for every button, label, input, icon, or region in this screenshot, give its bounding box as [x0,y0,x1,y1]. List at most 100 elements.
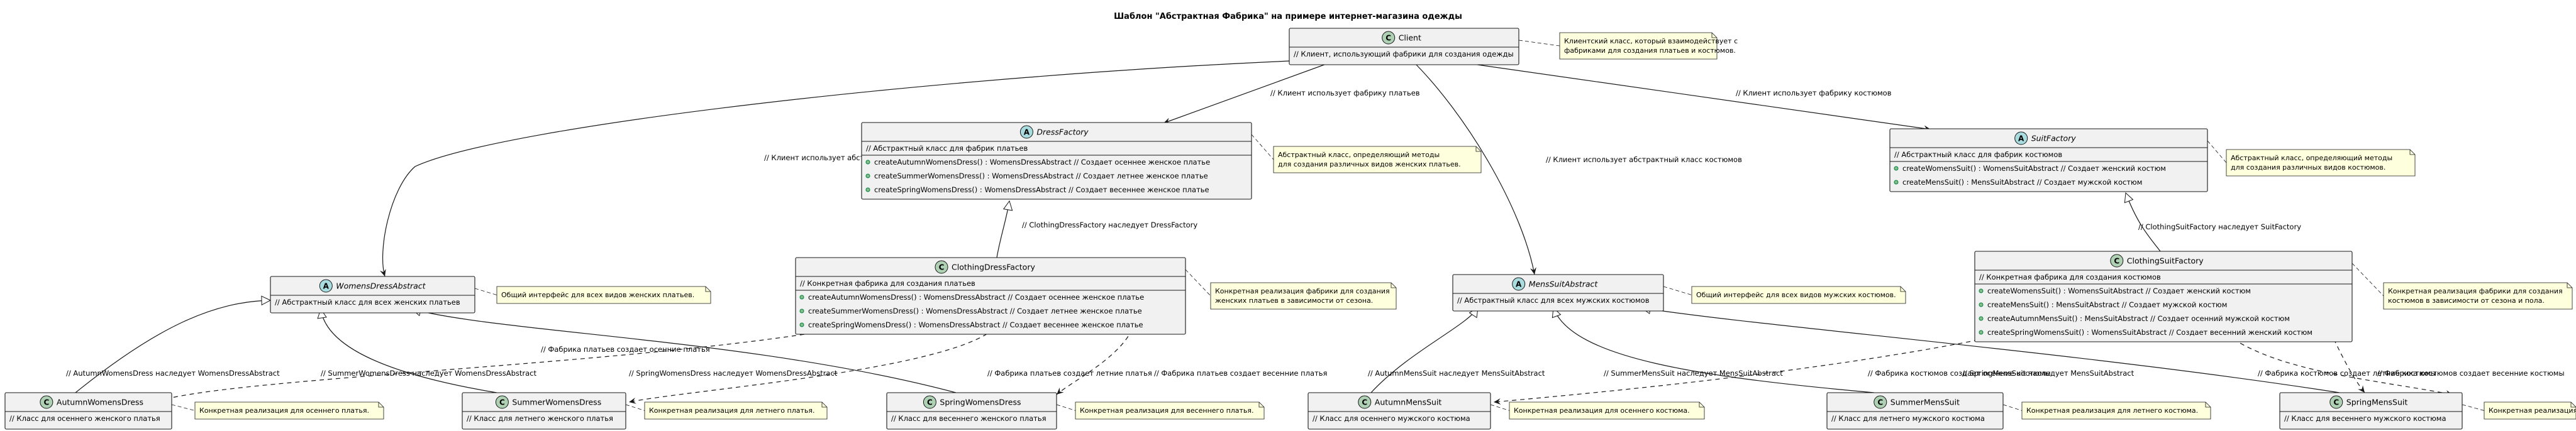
badge-letter: A [1516,280,1522,289]
class-name: DressFactory [1036,128,1089,137]
class-comment: // Класс для летнего мужского костюма [1831,414,1985,423]
note-connector [2207,140,2227,163]
extends-cdf-df [996,201,1009,258]
class-comment: // Абстрактный класс для всех мужских ко… [1457,296,1650,305]
class-comment: // Класс для весеннего мужского костюма [2284,414,2446,423]
public-method-icon [1979,316,1984,321]
note-text: Клиентский класс, который взаимодействуе… [1564,37,1738,45]
public-method-icon [865,187,870,192]
class-badge-icon: C [1382,31,1396,45]
extends-ams-label: // AutumnMensSuit наследует MensSuitAbst… [1368,369,1545,378]
creates-cdf-autumn [163,329,837,401]
badge-letter: C [1385,34,1391,43]
class-name: ClothingSuitFactory [2127,256,2204,266]
class-comment: // Абстрактный класс для всех женских пл… [275,298,460,307]
extends-cdf-df-label: // ClothingDressFactory наследует DressF… [1022,221,1197,229]
note-connector [1490,404,1510,411]
abstract-badge-icon: A [2014,131,2028,145]
creates-cdf-spring-label: // Фабрика платьев создает весенние плат… [1154,369,1327,378]
extends-spwd [412,309,957,393]
creates-cdf-autumn-label: // Фабрика платьев создает осенние плать… [541,345,710,354]
extends-spms-label: // SpringMensSuit наследует MensSuitAbst… [1962,369,2135,378]
class-comment: // Класс для весеннего женского платья [891,414,1046,423]
assoc-client-suitfactory-label: // Клиент использует фабрику костюмов [1736,89,1892,97]
class-comment: // Класс для осеннего женского платья [9,414,160,423]
note-connector [474,288,497,295]
note-autumn-womens-dress: Конкретная реализация для осеннего плать… [171,401,384,420]
public-method-icon [799,308,804,314]
class-comment: // Конкретная фабрика для создания плать… [800,279,975,288]
class-method: createMensSuit() : MensSuitAbstract // С… [1902,178,2142,187]
class-comment: // Абстрактный класс для фабрик платьев [866,144,1028,153]
abstract-badge-icon: A [319,279,333,293]
class-dress-factory: A DressFactory // Абстрактный класс для фа… [861,122,1252,200]
class-method: createMensSuit() : MensSuitAbstract // С… [1987,300,2227,309]
class-summer-mens-suit: C SummerMensSuit // Класс для летнего мужс… [1826,392,2004,430]
class-name: SpringMensSuit [2346,398,2408,407]
creates-csf-spring-label: // Фабрика костюмов создает весенние кос… [2377,369,2565,378]
class-method: createAutumnWomensDress() : WomensDressA… [874,158,1210,166]
class-badge-icon: C [1358,395,1372,409]
public-method-icon [1894,180,1899,185]
class-name: SuitFactory [2031,134,2077,143]
public-method-icon [1979,288,1984,293]
creates-cdf-spring [1056,329,1133,395]
class-name: AutumnMensSuit [1375,398,1442,407]
public-method-icon [799,322,804,327]
note-text: Конкретная реализация для весеннего плат… [1080,406,1254,415]
relations-layer: // Клиент использует фабрику платьев// К… [66,60,2565,405]
creates-cdf-summer [628,329,994,404]
class-badge-icon: C [1874,395,1887,409]
note-text: Конкретная реализация для летнего костюм… [2026,406,2198,415]
note-text: Конкретная реализация фабрики для создан… [1215,287,1390,295]
assoc-client-womensdress [380,60,1306,277]
class-name: SummerMensSuit [1890,398,1960,407]
note-spring-mens-suit: Конкретная реализация для ве [2462,401,2576,420]
class-method: createWomensSuit() : WomensSuitAbstract … [1987,286,2251,295]
note-client: Клиентский класс, который взаимодействуе… [1518,32,1738,60]
public-method-icon [865,160,870,165]
class-method: createSpringWomensSuit() : WomensSuitAbs… [1987,328,2312,337]
note-text: Конкретная реализация для ве [2489,406,2576,415]
note-connector [1056,404,1076,411]
class-name: ClothingDressFactory [952,263,1035,272]
class-name: SummerWomensDress [512,398,601,407]
note-text: Конкретная реализация фабрики для создан… [2388,287,2563,295]
class-comment: // Класс для осеннего мужского костюма [1313,414,1470,423]
extends-swd [321,309,497,393]
class-method: createSummerWomensDress() : WomensDressA… [808,307,1142,315]
note-connector [1185,269,1211,297]
badge-letter: C [499,398,505,407]
note-text: костюмов в зависимости от сезона и пола. [2388,297,2545,305]
class-method: createSpringWomensDress() : WomensDressA… [874,185,1209,194]
creates-csf-autumn [1493,324,2051,405]
extends-sms-label: // SummerMensSuit наследует MensSuitAbst… [1604,369,1783,378]
class-badge-icon: C [2329,395,2343,409]
note-connector [2462,404,2485,411]
badge-letter: C [2114,257,2119,266]
extends-sms [1553,308,1875,393]
class-name: SpringWomensDress [940,398,1021,407]
abstract-badge-icon: A [1019,125,1033,139]
class-name: MensSuitAbstract [1529,280,1599,289]
extends-spwd-label: // SpringWomensDress наследует WomensDre… [629,369,838,378]
extends-csf-sf [2126,193,2161,252]
assoc-client-menssuit-label: // Клиент использует абстрактный класс к… [1546,155,1742,164]
note-dress-factory: Абстрактный класс, определяющий методыдл… [1251,134,1482,173]
extends-awd-label: // AutumnWomensDress наследует WomensDre… [66,369,280,378]
badge-letter: A [323,282,330,291]
public-method-icon [865,173,870,178]
note-text: Абстрактный класс, определяющий методы [2231,154,2392,162]
note-womens-dress-abstract: Общий интерфейс для всех видов женских п… [474,286,711,304]
note-text: Конкретная реализация для летнего платья… [649,406,814,415]
badge-letter: A [1024,128,1030,137]
note-clothing-suit-factory: Конкретная реализация фабрики для создан… [2351,263,2573,310]
note-text: для создания различных видов женских пла… [1278,160,1461,168]
badge-letter: C [1877,398,1883,407]
